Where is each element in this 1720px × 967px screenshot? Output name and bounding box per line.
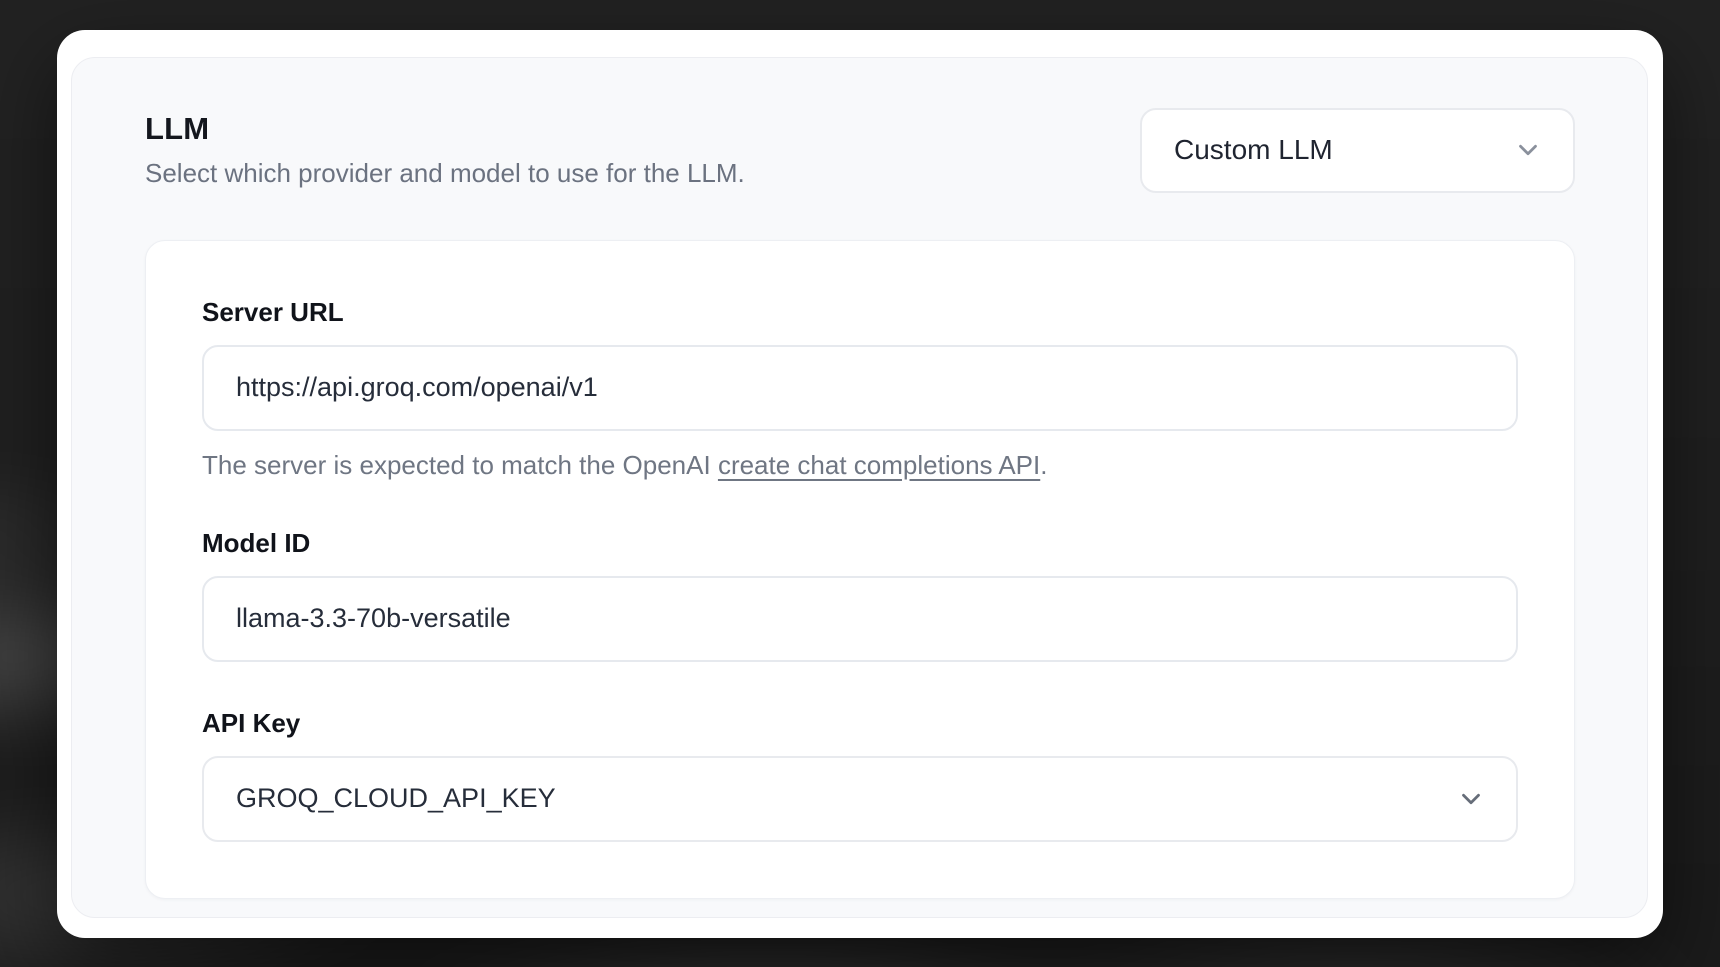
model-id-input[interactable] [202, 575, 1518, 662]
server-url-help-suffix: . [1040, 449, 1048, 480]
server-url-field: Server URL The server is expected to mat… [202, 297, 1518, 482]
api-key-selected-value: GROQ_CLOUD_API_KEY [236, 783, 556, 813]
llm-provider-select[interactable]: Custom LLM [1140, 107, 1575, 193]
server-url-label: Server URL [202, 296, 344, 327]
api-key-field: API Key GROQ_CLOUD_API_KEY [202, 708, 1518, 842]
server-url-help-prefix: The server is expected to match the Open… [202, 449, 718, 480]
server-url-input[interactable] [202, 344, 1518, 431]
section-title: LLM [145, 111, 210, 146]
llm-provider-selected-value: Custom LLM [1174, 134, 1333, 165]
custom-llm-form-card: Server URL The server is expected to mat… [145, 239, 1575, 899]
llm-section-titles: LLM Select which provider and model to u… [145, 109, 745, 191]
llm-section-header: LLM Select which provider and model to u… [145, 107, 1575, 193]
chevron-down-icon [1519, 144, 1537, 156]
create-chat-completions-api-link[interactable]: create chat completions API [717, 449, 1041, 480]
server-url-help-text: The server is expected to match the Open… [202, 448, 1518, 482]
llm-settings-section: LLM Select which provider and model to u… [71, 56, 1648, 918]
model-id-label: Model ID [202, 527, 311, 558]
api-key-label: API Key [202, 707, 301, 738]
settings-modal: LLM Select which provider and model to u… [57, 29, 1663, 938]
api-key-select[interactable]: GROQ_CLOUD_API_KEY [202, 755, 1518, 842]
model-id-field: Model ID [202, 528, 1518, 662]
chevron-down-icon [1462, 793, 1480, 804]
section-description: Select which provider and model to use f… [145, 158, 745, 188]
